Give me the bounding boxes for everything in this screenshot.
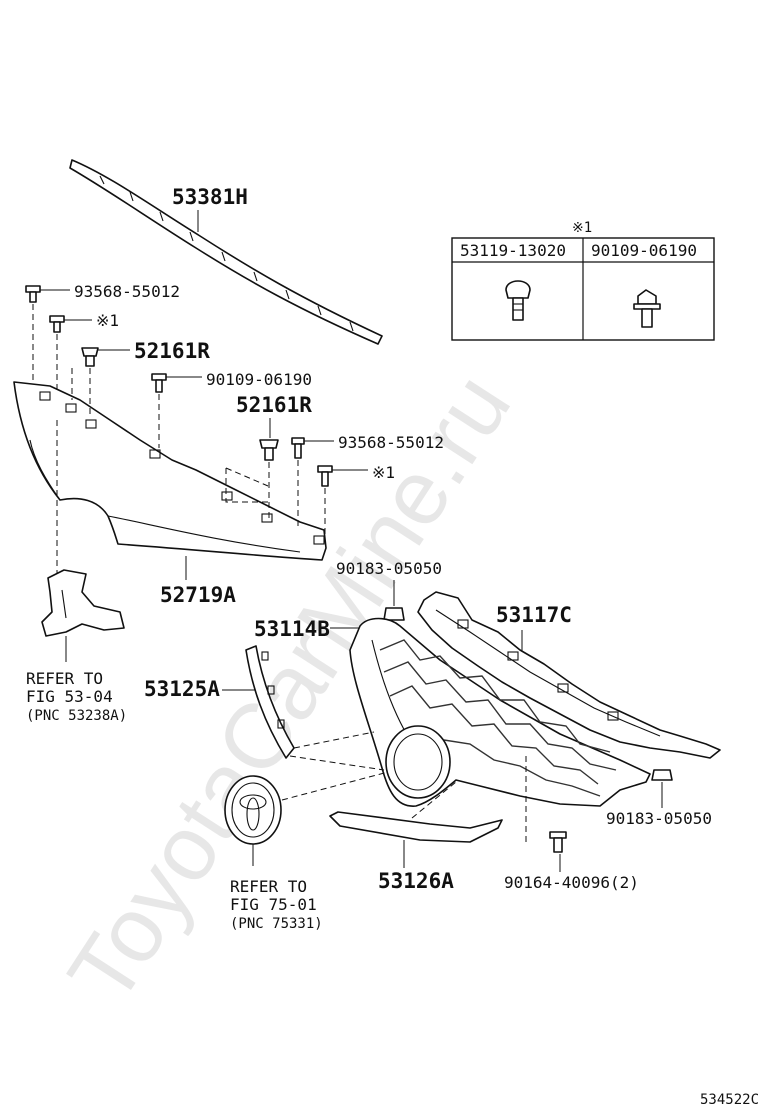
- diagram-id: 534522C: [700, 1092, 759, 1108]
- bolt-90109-icon: [633, 289, 661, 328]
- label-52161r-mid: 52161R: [236, 393, 312, 417]
- screw-90164-icon: [549, 831, 567, 853]
- label-93568-mid: 93568-55012: [338, 433, 444, 452]
- label-93568-top: 93568-55012: [74, 282, 180, 301]
- bracket-53238a: [41, 569, 125, 637]
- ref-53238a: REFER TO FIG 53-04 (PNC 53238A): [26, 669, 127, 724]
- label-53114b: 53114B: [254, 617, 330, 641]
- label-52719a: 52719A: [160, 583, 236, 607]
- label-53381h: 53381H: [172, 185, 248, 209]
- label-90183-top: 90183-05050: [336, 559, 442, 578]
- label-90109-left: 90109-06190: [206, 370, 312, 389]
- note-box-col2-label: 90109-06190: [591, 241, 697, 260]
- molding-strip-53381h: [69, 159, 383, 345]
- grille-emblem-mount: [385, 725, 451, 799]
- bolt-90109-left-icon: [151, 373, 167, 393]
- label-90164: 90164-40096(2): [504, 873, 639, 892]
- label-53117c: 53117C: [496, 603, 572, 627]
- ref1-line2: FIG 53-04: [26, 687, 113, 706]
- ref-75331: REFER TO FIG 75-01 (PNC 75331): [230, 877, 323, 932]
- note-box-col1-label: 53119-13020: [460, 241, 566, 260]
- nut-90183-right-icon: [651, 769, 673, 781]
- label-53125a: 53125A: [144, 677, 220, 701]
- label-90183-right: 90183-05050: [606, 809, 712, 828]
- note-box: ※1 53119-13020 90109-06190: [451, 220, 715, 341]
- ref2-line3: (PNC 75331): [230, 916, 323, 932]
- label-note1-top: ※1: [96, 311, 119, 330]
- bolt-note1-top-icon: [49, 315, 65, 333]
- note-box-mark: ※1: [572, 220, 592, 236]
- label-53126a: 53126A: [378, 869, 454, 893]
- bolt-note1-mid-icon: [317, 465, 333, 487]
- ref2-line2: FIG 75-01: [230, 895, 317, 914]
- bolt-93568-top-icon: [25, 285, 41, 303]
- ref1-line3: (PNC 53238A): [26, 708, 127, 724]
- ref1-line1: REFER TO: [26, 669, 103, 688]
- lower-panel-52719a: [13, 381, 327, 561]
- bolt-93568-mid-icon: [291, 437, 305, 459]
- label-52161r-top: 52161R: [134, 339, 210, 363]
- retainer-52161r-top-icon: [81, 347, 99, 367]
- nut-90183-top-icon: [383, 607, 405, 621]
- retainer-52161r-mid-icon: [259, 439, 279, 461]
- toyota-emblem-icon: [224, 775, 282, 845]
- upper-grille-53117c: [417, 591, 721, 759]
- label-note1-mid: ※1: [372, 463, 395, 482]
- ref2-line1: REFER TO: [230, 877, 307, 896]
- lower-molding-53126a: [329, 811, 503, 843]
- clip-53119-icon: [505, 280, 531, 321]
